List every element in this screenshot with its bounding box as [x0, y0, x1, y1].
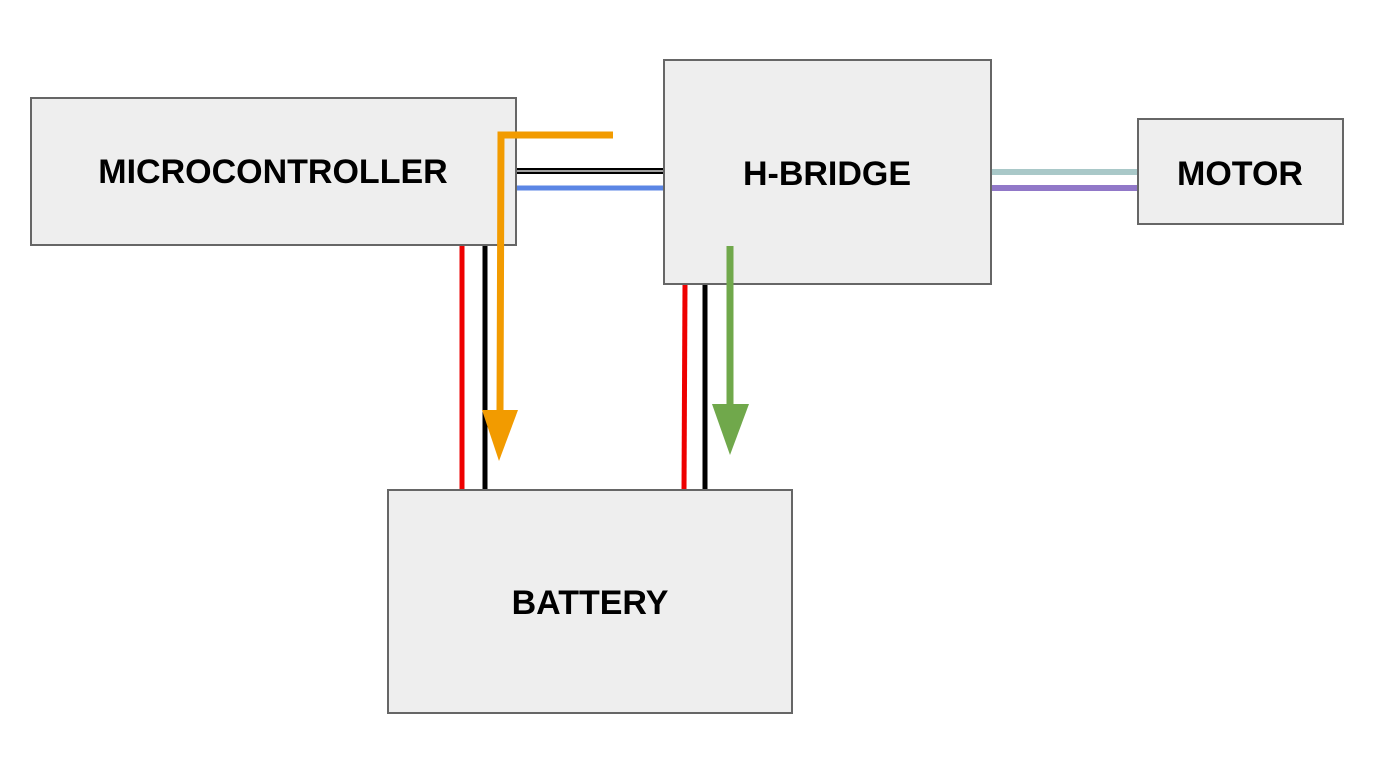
block-label: MOTOR — [1177, 155, 1303, 193]
block-label: MICROCONTROLLER — [98, 153, 447, 191]
block-motor: MOTOR — [1137, 118, 1344, 225]
block-label: BATTERY — [512, 584, 669, 622]
block-hbridge: H-BRIDGE — [663, 59, 992, 285]
arrow-green — [712, 246, 749, 455]
arrow-orange — [482, 131, 613, 461]
block-battery: BATTERY — [387, 489, 793, 714]
block-microcontroller: MICROCONTROLLER — [30, 97, 517, 246]
block-label: H-BRIDGE — [743, 155, 911, 193]
wire-hbridge-battery-red — [681, 284, 688, 491]
